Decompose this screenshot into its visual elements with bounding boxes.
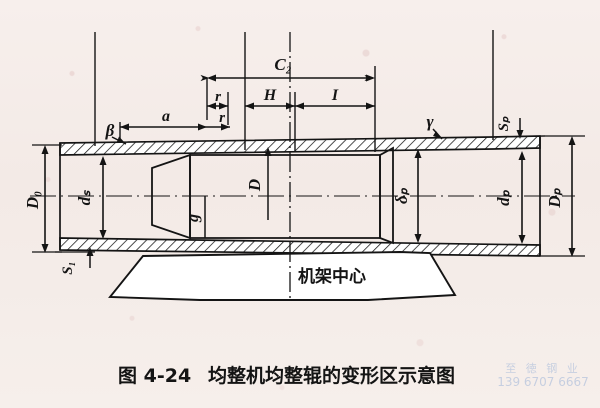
- label-gamma: γ: [426, 112, 434, 131]
- dimension-r-upper: [207, 102, 228, 110]
- lower-roll-body: [108, 251, 457, 301]
- dimension-D0: [32, 144, 62, 253]
- watermark-company: 至 徳 钢 业: [505, 362, 581, 375]
- label-H: H: [263, 87, 277, 104]
- label-delta-p: δₚ: [392, 187, 411, 204]
- label-ds: dₛ: [75, 190, 94, 206]
- stand-center-label: 机架中心: [298, 266, 366, 287]
- watermark-phone: 139 6707 6667: [497, 375, 589, 389]
- label-beta: β: [105, 121, 115, 140]
- figure-caption-title: 均整机均整辊的变形区示意图: [208, 364, 455, 387]
- dimension-C2: [200, 74, 375, 82]
- label-I: I: [331, 87, 339, 104]
- angle-gamma-marker: [432, 128, 443, 140]
- label-C2: C₂: [274, 55, 291, 74]
- label-dp: dₚ: [494, 189, 513, 206]
- dimension-H: [245, 102, 295, 110]
- label-Sp: Sₚ: [496, 116, 512, 131]
- label-r-lower: r: [219, 110, 225, 126]
- label-D: D: [245, 179, 264, 192]
- dimension-Dp: [541, 135, 585, 257]
- dimension-ds: [99, 156, 107, 239]
- dimension-D: [264, 147, 272, 220]
- label-S1: S₁: [60, 261, 76, 275]
- smoothing-roll-upper: [151, 146, 394, 245]
- dimension-dp: [518, 151, 526, 244]
- dimension-delta-p: [414, 149, 422, 243]
- angle-beta-marker: [111, 136, 127, 145]
- dimension-a: [119, 122, 207, 140]
- dimension-Sp: [496, 118, 546, 139]
- dimension-r-lower: [207, 123, 230, 131]
- dimension-S1: [55, 247, 95, 268]
- tube-top-wall: [59, 135, 541, 156]
- figure-caption-number: 图 4-24: [118, 365, 191, 387]
- dimension-I: [295, 102, 375, 110]
- label-D0: D₀: [23, 191, 42, 210]
- roll-exit-cone: [379, 146, 394, 245]
- label-r-upper: r: [215, 89, 221, 105]
- label-g: g: [185, 214, 202, 223]
- label-a: a: [162, 108, 170, 125]
- extension-lines: [94, 30, 494, 152]
- label-Dp: Dₚ: [545, 188, 564, 209]
